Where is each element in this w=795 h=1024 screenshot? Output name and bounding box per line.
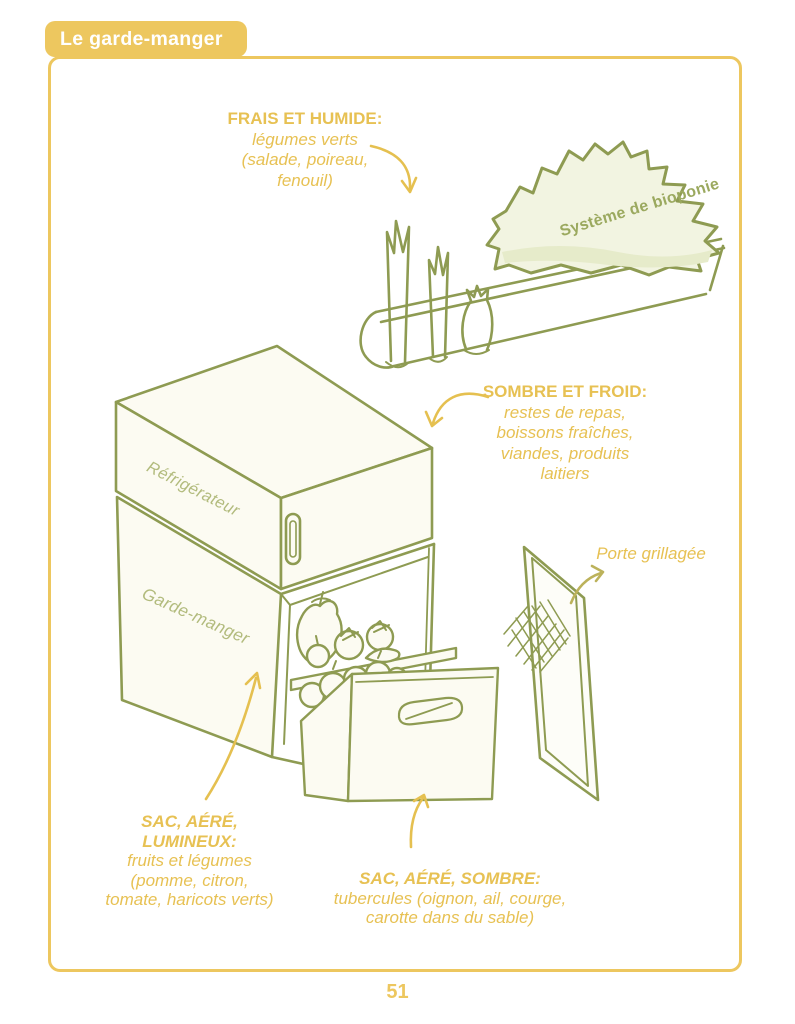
- leek-plants-drawing: [385, 219, 494, 369]
- section-badge: Le garde-manger: [45, 21, 247, 57]
- pantry-drawer-drawing: [298, 650, 500, 803]
- annotation-fresh-humid: FRAIS ET HUMIDE: légumes verts (salade, …: [205, 109, 405, 191]
- annotation-bag-airy-dark: SAC, AÉRÉ, SOMBRE: tubercules (oignon, a…: [330, 869, 570, 928]
- arrow-fresh-humid-icon: [369, 144, 418, 194]
- badge-label: Le garde-manger: [60, 28, 223, 50]
- annotation-title: SAC, AÉRÉ, SOMBRE:: [359, 869, 541, 888]
- annotation-title: SAC, AÉRÉ, LUMINEUX:: [141, 812, 238, 851]
- mesh-door-drawing: [503, 545, 600, 802]
- annotation-arrows: [204, 144, 605, 849]
- mesh-patch: [503, 599, 571, 673]
- annotation-dark-cold: SOMBRE ET FROID: restes de repas, boisso…: [465, 382, 665, 485]
- arrow-bag-airy-dark-icon: [409, 793, 430, 849]
- shelf-produce-drawing: [295, 591, 401, 669]
- refrigerator-drawing: [114, 344, 436, 792]
- fridge-handle: [284, 512, 302, 566]
- annotation-title: FRAIS ET HUMIDE:: [227, 109, 383, 128]
- arrow-bag-airy-bright-icon: [204, 671, 262, 801]
- page-border-frame: [48, 56, 742, 972]
- drawer-handle: [397, 696, 464, 726]
- arrow-mesh-door-icon: [569, 564, 605, 605]
- arrow-dark-cold-icon: [424, 392, 490, 428]
- page-number: 51: [386, 981, 409, 1003]
- annotation-bag-airy-bright: SAC, AÉRÉ, LUMINEUX: fruits et légumes (…: [92, 812, 287, 910]
- annotation-title: SOMBRE ET FROID:: [482, 382, 648, 401]
- mesh-door-label: Porte grillagée: [596, 544, 706, 563]
- bioponics-leaf-blob: [485, 140, 721, 277]
